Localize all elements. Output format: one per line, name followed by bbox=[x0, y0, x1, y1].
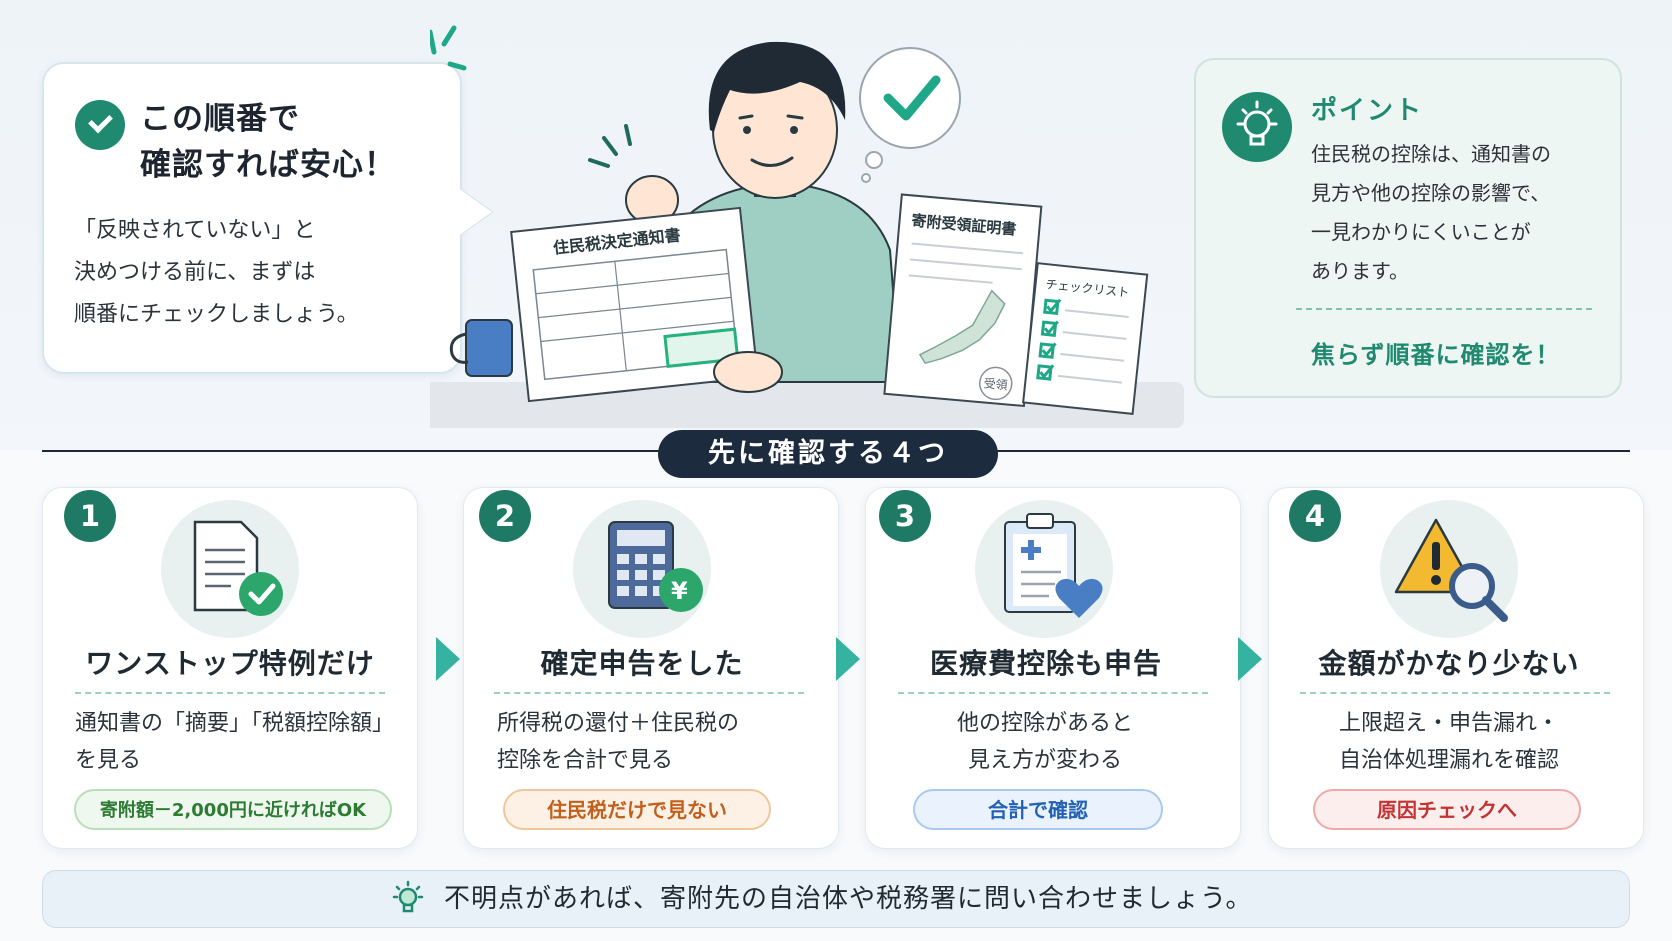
medical-clipboard-heart-icon bbox=[975, 500, 1113, 638]
step-tag-2: 住民税だけで見ない bbox=[503, 789, 771, 830]
step-divider-4 bbox=[1300, 692, 1610, 694]
lightbulb-icon bbox=[388, 880, 428, 920]
bubble-body: 「反映されていない」と 決めつける前に、まずは 順番にチェックしましょう。 bbox=[74, 210, 444, 336]
notice-document: 住民税決定通知書 bbox=[510, 206, 759, 403]
point-body-line4: あります。 bbox=[1311, 259, 1409, 283]
step-divider-1 bbox=[75, 692, 385, 694]
thought-bubble bbox=[859, 47, 961, 149]
point-accent: 焦らず順番に確認を！ bbox=[1311, 341, 1561, 369]
hero-illustration: 住民税決定通知書 寄附受領証明書 受領 チェックリスト bbox=[430, 25, 1184, 428]
point-body-line1: 住民税の控除は、通知書の bbox=[1311, 142, 1551, 166]
svg-text:受領: 受領 bbox=[983, 375, 1008, 392]
checklist-pad: チェックリスト bbox=[1022, 262, 1149, 415]
step-divider-2 bbox=[494, 692, 804, 694]
step-body-4-line1: 上限超え・申告漏れ・ bbox=[1338, 711, 1559, 736]
warning-magnifier-icon bbox=[1380, 500, 1518, 638]
step-tag-1: 寄附額－2,000円に近ければOK bbox=[74, 789, 392, 830]
arrow-right-icon bbox=[836, 637, 860, 681]
bubble-title-line1: この順番で bbox=[140, 101, 300, 137]
step-body-3: 他の控除があると 見え方が変わる bbox=[880, 705, 1210, 779]
point-body: 住民税の控除は、通知書の 見方や他の控除の影響で、 一見わかりにくいことが あり… bbox=[1311, 135, 1601, 291]
lightbulb-icon bbox=[1222, 92, 1292, 162]
certificate-document: 寄附受領証明書 受領 bbox=[883, 193, 1043, 408]
step-divider-3 bbox=[898, 692, 1208, 694]
point-body-line2: 見方や他の控除の影響で、 bbox=[1311, 181, 1551, 205]
svg-text:¥: ¥ bbox=[671, 577, 688, 605]
footer-bar bbox=[42, 870, 1630, 928]
point-body-line3: 一見わかりにくいことが bbox=[1311, 220, 1531, 244]
sparkle-small-icon bbox=[588, 124, 632, 168]
step-title-2: 確定申告をした bbox=[540, 647, 744, 680]
calculator-yen-icon: ¥ bbox=[573, 500, 711, 638]
step-number-2: 2 bbox=[479, 490, 531, 542]
step-tag-4: 原因チェックへ bbox=[1313, 789, 1581, 830]
step-body-3-line2: 見え方が変わる bbox=[967, 748, 1122, 773]
person-hair bbox=[708, 41, 846, 133]
step-number-4: 4 bbox=[1289, 490, 1341, 542]
point-divider bbox=[1296, 308, 1592, 310]
step-number-3: 3 bbox=[879, 490, 931, 542]
step-body-4: 上限超え・申告漏れ・ 自治体処理漏れを確認 bbox=[1284, 705, 1614, 779]
step-tag-3: 合計で確認 bbox=[913, 789, 1163, 830]
step-body-2-line1: 所得税の還付＋住民税の bbox=[497, 711, 740, 736]
footer-text: 不明点があれば、寄附先の自治体や税務署に問い合わせましょう。 bbox=[444, 884, 1253, 914]
bubble-body-line1: 「反映されていない」と bbox=[74, 218, 316, 243]
bubble-body-line3: 順番にチェックしましょう。 bbox=[74, 302, 359, 327]
sparkle-icon bbox=[430, 25, 467, 71]
step-body-3-line1: 他の控除があると bbox=[956, 711, 1133, 736]
bubble-body-line2: 決めつける前に、まずは bbox=[74, 260, 316, 285]
step-body-1: 通知書の「摘要」「税額控除額」 を見る bbox=[75, 705, 405, 779]
point-title: ポイント bbox=[1311, 96, 1424, 126]
step-title-3: 医療費控除も申告 bbox=[929, 647, 1162, 680]
section-label: 先に確認する４つ bbox=[658, 430, 998, 478]
step-number-1: 1 bbox=[64, 490, 116, 542]
step-title-4: 金額がかなり少ない bbox=[1318, 647, 1580, 680]
step-body-1-line2: を見る bbox=[75, 748, 142, 773]
document-check-icon bbox=[161, 500, 299, 638]
arrow-right-icon bbox=[1238, 637, 1262, 681]
mug-icon bbox=[449, 319, 513, 377]
speech-bubble-tail bbox=[458, 188, 492, 236]
step-body-1-line1: 通知書の「摘要」「税額控除額」 bbox=[75, 711, 395, 736]
step-body-2: 所得税の還付＋住民税の 控除を合計で見る bbox=[497, 705, 827, 779]
thought-check-icon bbox=[883, 75, 941, 121]
bubble-title: この順番で 確認すれば安心！ bbox=[140, 96, 440, 188]
arrow-right-icon bbox=[436, 637, 460, 681]
step-title-1: ワンストップ特例だけ bbox=[85, 647, 375, 680]
check-circle-icon bbox=[75, 100, 125, 150]
step-body-2-line2: 控除を合計で見る bbox=[497, 748, 674, 773]
received-stamp bbox=[978, 366, 1013, 401]
japan-map-icon bbox=[918, 289, 1006, 365]
bubble-title-line2: 確認すれば安心！ bbox=[140, 147, 396, 183]
step-body-4-line2: 自治体処理漏れを確認 bbox=[1338, 748, 1559, 773]
